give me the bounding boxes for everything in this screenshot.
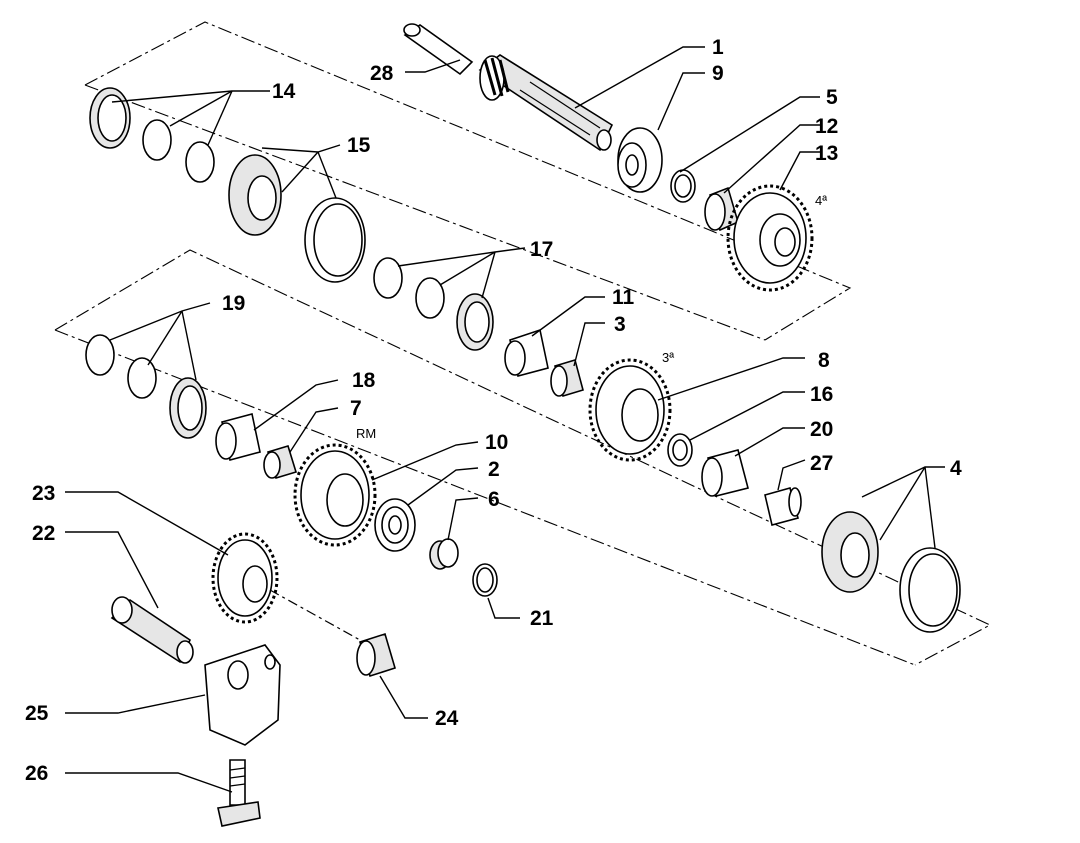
callout-14: 14 (272, 80, 296, 103)
part-7-needle-bearing (263, 445, 298, 479)
callout-numbers: 1 9 5 12 13 14 15 17 11 3 8 16 20 27 4 1… (25, 36, 962, 785)
callout-9: 9 (712, 62, 724, 85)
part-26-bolt (217, 759, 261, 827)
part-24-needle-bearing (356, 632, 396, 678)
callout-12: 12 (815, 115, 838, 138)
part-6-nut (429, 538, 459, 570)
callout-22: 22 (32, 522, 55, 545)
callout-1: 1 (712, 36, 724, 59)
part-1-shaft (478, 54, 614, 152)
part-22-shaft (110, 596, 194, 664)
part-21-o-ring (472, 563, 498, 597)
group-frame-lower (54, 249, 992, 666)
part-18-bushing (215, 413, 261, 461)
part-4-synchro-hub (821, 511, 961, 633)
part-19-synchro-rings (85, 334, 207, 439)
gear-label-4th: 4ª (815, 193, 827, 208)
callout-15: 15 (347, 134, 371, 157)
callout-6: 6 (488, 488, 500, 511)
callout-27: 27 (810, 452, 833, 475)
callout-24: 24 (435, 707, 459, 730)
part-25-bracket (204, 644, 281, 746)
part-16-washer (667, 433, 693, 467)
part-11-bushing (504, 328, 549, 377)
part-15-synchro-hub (228, 154, 366, 283)
callout-8: 8 (818, 349, 830, 372)
callout-17: 17 (530, 238, 553, 261)
part-5-ring (670, 169, 696, 203)
callout-25: 25 (25, 702, 49, 725)
part-17-synchro-rings (373, 257, 494, 351)
callout-16: 16 (810, 383, 833, 406)
part-2-bearing (374, 498, 416, 552)
callout-20: 20 (810, 418, 833, 441)
callout-19: 19 (222, 292, 245, 315)
part-10-gear-reverse (293, 443, 377, 547)
part-12-needle-bearing (704, 186, 739, 232)
part-14-synchro-rings (89, 87, 215, 183)
callout-13: 13 (815, 142, 838, 165)
leader-lines (65, 46, 945, 793)
gear-label-3rd: 3ª (662, 350, 674, 365)
part-9-bearing (617, 127, 663, 193)
part-13-gear-4th (726, 184, 814, 292)
part-23-idler-gear (211, 532, 361, 641)
callout-5: 5 (826, 86, 838, 109)
callout-7: 7 (350, 397, 362, 420)
part-27-flanged-bushing (764, 487, 802, 526)
callout-3: 3 (614, 313, 626, 336)
callout-18: 18 (352, 369, 376, 392)
callout-26: 26 (25, 762, 48, 785)
part-20-bushing (701, 449, 749, 497)
part-3-needle-bearing (550, 358, 584, 398)
callout-21: 21 (530, 607, 554, 630)
callout-2: 2 (488, 458, 500, 481)
callout-11: 11 (612, 286, 635, 309)
gear-labels: 4ª 3ª RM (356, 193, 827, 441)
callout-28: 28 (370, 62, 394, 85)
group-frame-upper (84, 21, 852, 341)
part-28-pin (403, 23, 474, 76)
callout-4: 4 (950, 457, 962, 480)
gear-label-reverse: RM (356, 426, 376, 441)
part-8-gear-3rd (588, 358, 672, 462)
callout-23: 23 (32, 482, 55, 505)
callout-10: 10 (485, 431, 508, 454)
